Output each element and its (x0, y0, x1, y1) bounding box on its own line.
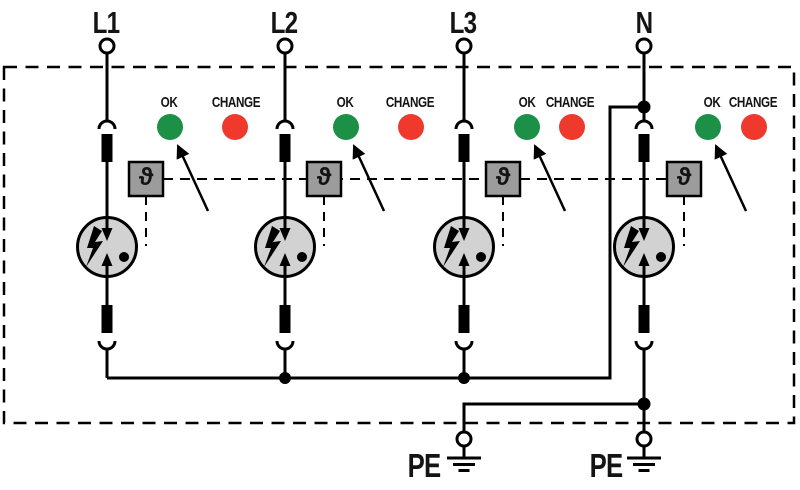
theta-symbol: ϑ (676, 163, 692, 191)
terminal-l2 (276, 37, 294, 55)
ok-led (514, 114, 540, 140)
ok-led-label: OK (336, 94, 354, 111)
ok-led (695, 114, 721, 140)
ok-led-label: OK (703, 94, 721, 111)
change-led (559, 114, 585, 140)
indicator-arrow-icon (533, 144, 567, 212)
terminal-label-pe-2: PE (589, 447, 624, 484)
terminal-pe-2 (635, 430, 653, 448)
junction-dot (458, 372, 470, 384)
change-led (222, 114, 248, 140)
junction-dot (637, 397, 651, 411)
earth-ground-icon (445, 444, 483, 472)
terminal-n (635, 37, 653, 55)
ok-led-label: OK (160, 94, 178, 111)
theta-symbol: ϑ (316, 163, 332, 191)
change-led (398, 114, 424, 140)
theta-symbol: ϑ (138, 163, 154, 191)
terminal-label-n: N (635, 5, 653, 40)
change-led-label: CHANGE (728, 94, 778, 111)
terminal-l1 (98, 37, 116, 55)
theta-symbol: ϑ (495, 163, 511, 191)
junction-dot (279, 372, 291, 384)
junction-dot (637, 100, 651, 114)
pe-bus-wire (462, 402, 644, 432)
surge-arrester-channel-l1 (76, 50, 138, 380)
terminal-label-l3: L3 (449, 5, 477, 40)
earth-ground-icon (625, 444, 663, 472)
indicator-arrow-icon (714, 144, 748, 212)
change-led-label: CHANGE (385, 94, 435, 111)
enclosure-border (2, 65, 796, 425)
surge-arrester-channel-l3 (433, 50, 495, 380)
common-bus-wire (107, 105, 644, 380)
ok-led-label: OK (518, 94, 536, 111)
terminal-label-l1: L1 (92, 5, 120, 40)
terminal-pe-1 (455, 430, 473, 448)
indicator-arrow-icon (176, 144, 210, 212)
terminal-l3 (455, 37, 473, 55)
change-led (741, 114, 767, 140)
terminal-label-pe-1: PE (407, 447, 442, 484)
ok-led (333, 114, 359, 140)
change-led-label: CHANGE (211, 94, 261, 111)
change-led-label: CHANGE (545, 94, 595, 111)
ok-led (157, 114, 183, 140)
indicator-arrow-icon (352, 144, 386, 212)
terminal-label-l2: L2 (270, 5, 298, 40)
